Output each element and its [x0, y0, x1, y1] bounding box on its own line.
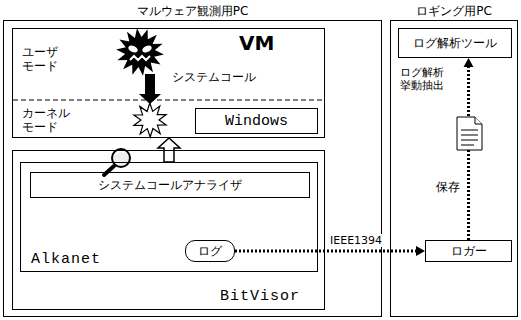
mode-divider — [13, 100, 324, 101]
box-label: VM — [239, 31, 274, 55]
mode-label: ユーザ モード — [22, 45, 62, 74]
logger-box: ロガー — [425, 240, 512, 262]
box-label: ログ解析ツール — [413, 35, 497, 52]
box-label: BitVisor — [220, 288, 300, 305]
impact-burst — [134, 103, 166, 137]
syscall-label: システムコール — [172, 70, 256, 84]
box-label: Windows — [225, 113, 288, 130]
log-document-icon — [457, 117, 482, 150]
box-label: システムコールアナライザ — [98, 177, 242, 194]
box-label: ロガー — [451, 243, 487, 260]
os-box: Windows — [195, 108, 318, 134]
vm-box: VM Windows — [12, 28, 325, 138]
frame-heading: マルウェア観測用PC — [4, 4, 381, 18]
mode-label: カーネル モード — [22, 106, 74, 135]
box-label: Alkanet — [31, 251, 101, 268]
connector — [235, 246, 425, 256]
hypervisor-box: BitVisor Alkanet システムコールアナライザログ — [12, 150, 325, 310]
box-label: ログ — [198, 243, 222, 260]
malware-icon — [116, 28, 164, 76]
step-label: ログ解析 挙動抽出 — [400, 66, 450, 92]
edge-label: IEEE1394 — [330, 234, 382, 247]
frame-heading: ロギング用PC — [391, 4, 517, 18]
analyzer-box: システムコールアナライザ — [30, 172, 310, 198]
pc-frame: ロギング用PCログ解析ツールロガー — [390, 20, 518, 317]
step-label: 保存 — [436, 180, 460, 194]
pc-frame: マルウェア観測用PCVMWindowsBitVisorAlkanetシステムコー… — [3, 20, 382, 317]
module-box: Alkanet システムコールアナライザログ — [20, 162, 318, 272]
tool-box: ログ解析ツール — [398, 28, 512, 58]
malware-face — [127, 44, 153, 60]
log-box: ログ — [185, 240, 235, 262]
syscall-arrow — [139, 74, 161, 104]
